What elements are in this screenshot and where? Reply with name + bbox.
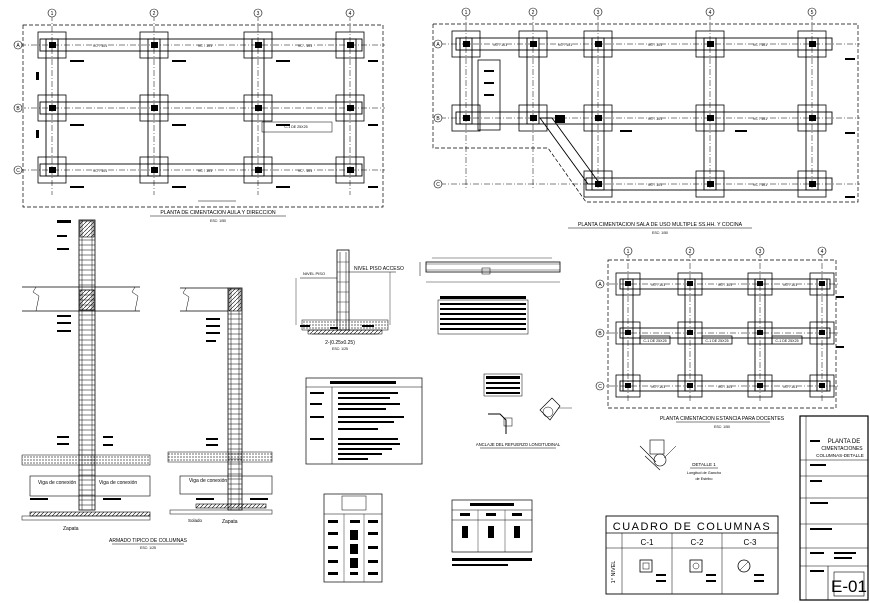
plan-note: C-1 DE 25X25 (775, 339, 798, 343)
axis-label: A (598, 282, 602, 288)
axis-label: C (16, 168, 20, 174)
beam-label: VC - 101 (783, 283, 797, 287)
hook-detail: DETALLE 1 Longitud de Gancho de Estribo (639, 439, 721, 481)
axis-label: 4 (821, 249, 824, 255)
section-title: ARMADO TIPICO DE COLUMNAS (109, 538, 188, 544)
sheet-number: E-01 (831, 577, 867, 596)
column-section-2: Viga de conexión Solado Zapata (167, 287, 273, 525)
detail-title: ANCLAJE DEL REFUERZO LONGITUDINAL (476, 442, 561, 447)
footing-label: Zapata (222, 519, 238, 525)
axis-label: B (436, 116, 440, 122)
title-block: PLANTA DE CIMENTACIONES COLUMNAS-DETALLE… (799, 415, 869, 601)
sheet-title-line: PLANTA DE (828, 439, 861, 445)
specifications-table (305, 377, 423, 465)
beam-label: VC - 101 (493, 43, 507, 47)
schedule-title: CUADRO DE COLUMNAS (613, 521, 771, 533)
axis-label: 3 (597, 10, 600, 16)
footing-label: Zapata (63, 526, 79, 532)
level-label: NIVEL PISO (303, 271, 325, 276)
axis-label: 1 (51, 11, 54, 17)
beam-label: VC - 101 (648, 43, 662, 47)
axis-label: 4 (349, 11, 352, 17)
detail-subtitle: de Estribo (695, 477, 712, 481)
plan-title: PLANTA DE CIMENTACION AULA Y DIRECCION (160, 210, 275, 216)
reinforcement-table-2 (451, 499, 533, 566)
column-section-1: Viga de conexión Viga de conexión Zapata… (21, 219, 188, 550)
axis-label: 4 (709, 10, 712, 16)
foundation-plan-2: 1 2 3 4 5 A B C VC - 101 VC - 101 VC - 1… (432, 7, 860, 235)
axis-label: 1 (627, 249, 630, 255)
axis-label: 3 (257, 11, 260, 17)
reinforcement-table-1 (323, 493, 383, 583)
beam-detail (419, 257, 561, 335)
plan-scale: ESC: 1/50 (714, 425, 730, 429)
columns-schedule: CUADRO DE COLUMNAS C-1 C-2 C-3 1° NIVEL (605, 515, 779, 595)
beam-label: VC - 101 (558, 43, 572, 47)
axis-label: 2 (532, 10, 535, 16)
axis-label: B (598, 331, 602, 337)
detail-subtitle: Longitud de Gancho (687, 471, 721, 475)
beam-label: VC - 101 (198, 44, 212, 48)
beam-label: Viga de conexión (189, 478, 227, 484)
beam-label: VC - 101 (298, 169, 312, 173)
plan-title: PLANTA CIMENTACION ESTANCIA PARA DOCENTE… (660, 416, 785, 422)
axis-label: C (436, 182, 440, 188)
schedule-row-label: 1° NIVEL (611, 561, 617, 584)
axis-label: 3 (759, 249, 762, 255)
plan-note: C-1 DE 25X25 (284, 125, 307, 129)
sheet-title-line: CIMENTACIONES (821, 446, 863, 452)
axis-label: A (436, 42, 440, 48)
foundation-plan-3: 1 2 3 4 A B C VC - 101 VC - 101 VC - 101… (595, 246, 844, 429)
beam-label: VC - 101 (298, 44, 312, 48)
beam-label: Viga de conexión (99, 480, 137, 486)
dimension-label: 2-(0.25x0.25) (325, 340, 355, 346)
plan-note: C-1 DE 25X25 (705, 339, 728, 343)
beam-label: VC - 101 (783, 385, 797, 389)
plan-title: PLANTA CIMENTACION SALA DE USO MULTIPLE … (578, 222, 743, 228)
beam-label: VC - 101 (651, 283, 665, 287)
plan-note: C-1 DE 25X25 (643, 339, 666, 343)
axis-label: A (16, 43, 20, 49)
wall-footing-detail: NIVEL PISO NIVEL PISO ACCESO 2-(0.25x0.2… (295, 249, 404, 351)
solado-label: Solado (188, 518, 203, 523)
axis-label: 5 (811, 10, 814, 16)
axis-label: 1 (465, 10, 468, 16)
sheet-title-line: COLUMNAS-DETALLE (816, 453, 864, 458)
beam-label: VC - 101 (753, 117, 767, 121)
level-label: NIVEL PISO ACCESO (354, 266, 404, 272)
beam-label: VC - 101 (718, 283, 732, 287)
section-scale: ESC: 1/25 (140, 546, 156, 550)
schedule-header: C-2 (691, 538, 704, 547)
axis-label: 2 (689, 249, 692, 255)
beam-label: VC - 101 (648, 117, 662, 121)
beam-label: VC - 101 (648, 183, 662, 187)
anchor-detail: ANCLAJE DEL REFUERZO LONGITUDINAL (476, 373, 572, 449)
schedule-header: C-3 (744, 538, 757, 547)
axis-label: B (16, 106, 20, 112)
schedule-header: C-1 (641, 538, 654, 547)
beam-label: VC - 101 (198, 169, 212, 173)
detail-title: DETALLE 1 (692, 462, 716, 467)
beam-label: VC - 101 (651, 385, 665, 389)
beam-label: VC - 101 (753, 43, 767, 47)
plan-scale: ESC: 1/50 (210, 219, 226, 223)
beam-label: VC - 101 (93, 44, 107, 48)
beam-label: VC - 101 (718, 385, 732, 389)
axis-label: C (598, 384, 602, 390)
beam-label: VC - 101 (93, 169, 107, 173)
plan-scale: ESC: 1/50 (652, 231, 668, 235)
axis-label: 2 (153, 11, 156, 17)
beam-label: VC - 101 (753, 183, 767, 187)
foundation-plan-1: 1 2 3 4 A B C VC - 101 VC - 101 VC - 101… (13, 8, 385, 223)
beam-label: Viga de conexión (38, 480, 76, 486)
detail-scale: ESC: 1/25 (332, 347, 348, 351)
